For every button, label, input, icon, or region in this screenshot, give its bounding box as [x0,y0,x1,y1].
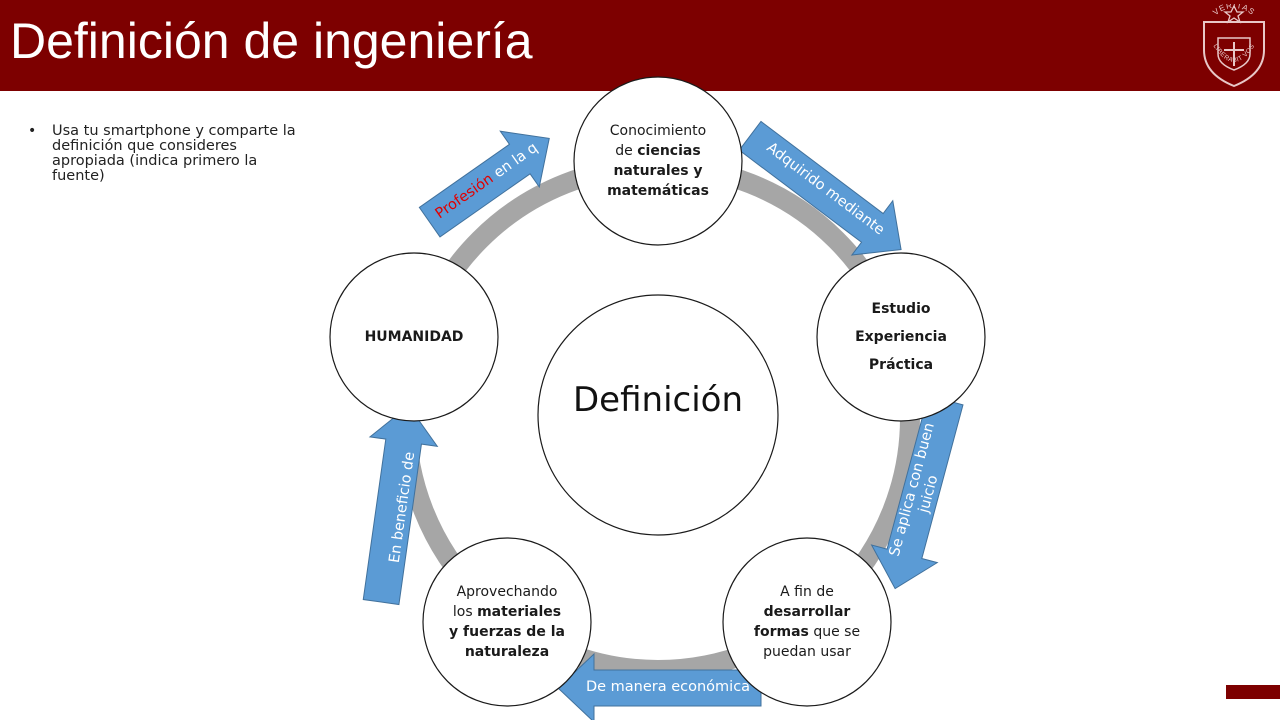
node-line: HUMANIDAD [364,329,464,345]
university-crest-icon: VERITAS LIBERABIT VOS [1203,4,1265,88]
node-text-conocimiento: Conocimiento de ciencias naturales y mat… [588,111,728,211]
node-text-humanidad: HUMANIDAD [344,317,484,357]
node-text-aprovechando: Aprovechando los materiales y fuerzas de… [432,572,582,672]
arrow-top-left [418,130,550,238]
instruction-list: Usa tu smartphone y comparte la definici… [28,124,298,184]
page-title: Definición de ingeniería [10,13,533,69]
node-conocimiento [573,76,743,246]
node-line: los materiales [452,604,562,620]
node-estudio [816,252,986,422]
node-text-desarrollar: A fin de desarrollar formas que se pueda… [737,572,877,672]
node-line: formas que se [753,624,861,640]
arrow-label-economica: De manera económica [585,679,751,695]
node-desarrollar [722,537,892,707]
center-circle [537,294,779,536]
center-label: Definición [573,380,743,420]
node-line: de ciencias [615,143,701,159]
instruction-item: Usa tu smartphone y comparte la definici… [28,124,298,184]
node-text-estudio: Estudio Experiencia Práctica [831,292,971,382]
node-line: A fin de [780,584,834,600]
arrow-bottom [557,652,762,720]
node-line: puedan usar [763,644,851,660]
node-aprovechando [422,537,592,707]
arrow-left [362,405,439,606]
node-line: matemáticas [607,183,709,199]
node-line: Aprovechando [456,584,558,600]
node-line: Estudio [871,301,931,317]
node-line: Práctica [868,357,934,373]
arrow-right [870,394,964,590]
node-line: desarrollar [763,604,851,620]
title-bar: Definición de ingeniería VERITAS LIBERAB… [0,0,1280,91]
footer-accent-bar [1226,685,1280,699]
node-line: naturaleza [464,644,550,660]
node-line: y fuerzas de la [449,624,565,640]
arrow-top-right [738,120,902,256]
node-line: naturales y [613,163,703,179]
node-line: Experiencia [855,329,947,345]
node-line: Conocimiento [609,123,707,139]
node-humanidad [329,252,499,422]
